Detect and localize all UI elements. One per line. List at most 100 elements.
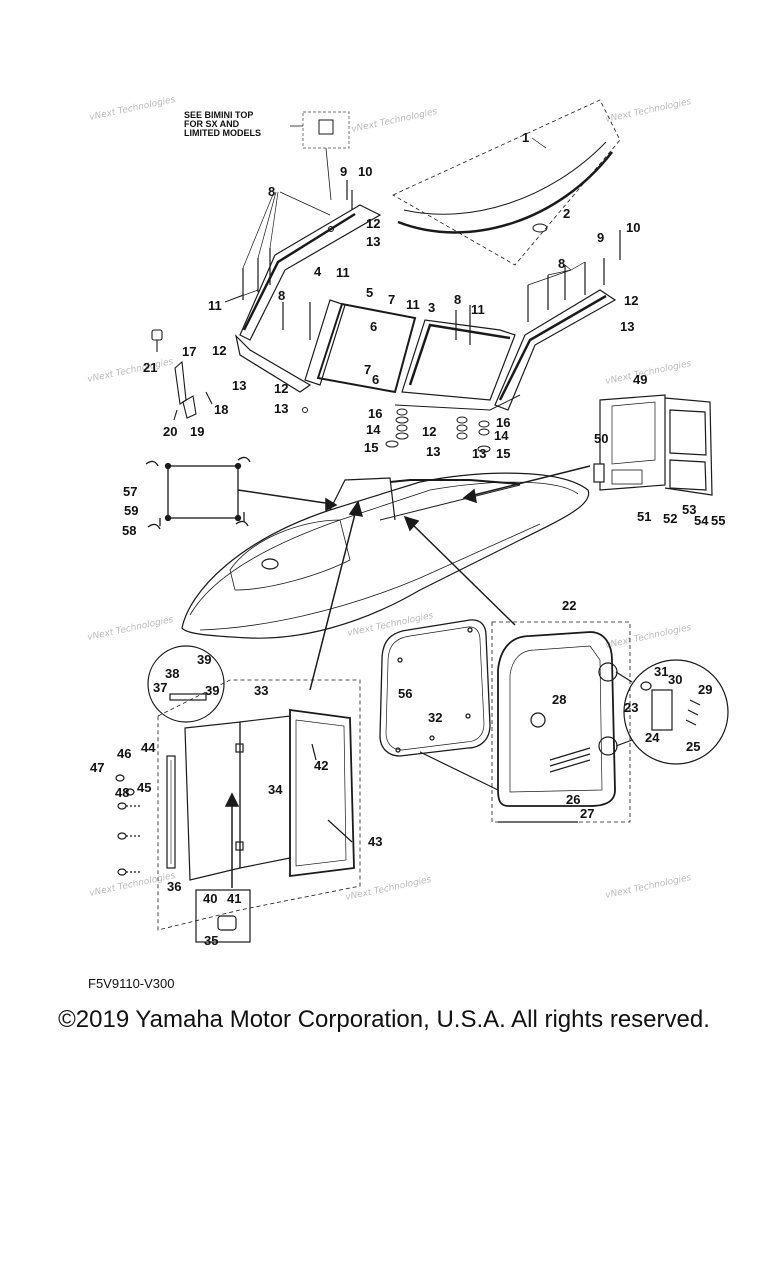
callout-21: 21 bbox=[143, 360, 157, 375]
callout-56: 56 bbox=[398, 686, 412, 701]
watermark: vNext Technologies bbox=[351, 107, 439, 135]
callout-52: 52 bbox=[663, 511, 677, 526]
bimini-bracket bbox=[318, 119, 334, 135]
callout-6: 6 bbox=[370, 319, 377, 334]
callout-50: 50 bbox=[594, 431, 608, 446]
callout-37: 37 bbox=[153, 680, 167, 695]
callout-23: 23 bbox=[624, 700, 638, 715]
callout-12b: 12 bbox=[624, 293, 638, 308]
watermark: vNext Technologies bbox=[87, 615, 175, 643]
callout-49: 49 bbox=[633, 372, 647, 387]
hardware-stack bbox=[302, 226, 491, 453]
callout-33: 33 bbox=[254, 683, 268, 698]
watermark: vNext Technologies bbox=[89, 95, 177, 123]
note-line-3: LIMITED MODELS bbox=[184, 128, 261, 138]
screws bbox=[242, 180, 621, 345]
callout-13f: 13 bbox=[472, 446, 486, 461]
callout-36: 36 bbox=[167, 879, 181, 894]
callout-44: 44 bbox=[141, 740, 156, 755]
callout-4: 4 bbox=[314, 264, 322, 279]
callout-31: 31 bbox=[654, 664, 668, 679]
watermark: vNext Technologies bbox=[87, 357, 175, 385]
callout-14a: 14 bbox=[366, 422, 381, 437]
callout-59: 59 bbox=[124, 503, 138, 518]
callout-47: 47 bbox=[90, 760, 104, 775]
callout-10a: 10 bbox=[358, 164, 372, 179]
callout-38: 38 bbox=[165, 666, 179, 681]
callout-11c: 11 bbox=[406, 297, 420, 312]
hatch-lid bbox=[419, 621, 729, 823]
bimini-note: SEE BIMINI TOP FOR SX AND LIMITED MODELS bbox=[184, 110, 350, 201]
callout-46: 46 bbox=[117, 746, 131, 761]
assembly-arrows bbox=[224, 465, 591, 888]
callout-9b: 9 bbox=[597, 230, 604, 245]
callout-54: 54 bbox=[694, 513, 709, 528]
callout-labels: 1 2 3 4 5 6 7 7 6 8 8 8 8 9 9 10 10 11 1… bbox=[90, 130, 725, 948]
hatch-gasket bbox=[379, 619, 491, 757]
diagram-code: F5V9110-V300 bbox=[88, 976, 175, 991]
callout-6b: 6 bbox=[372, 372, 379, 387]
callout-3: 3 bbox=[428, 300, 435, 315]
note-line-1: SEE BIMINI TOP bbox=[184, 110, 253, 120]
seat-door bbox=[115, 645, 361, 943]
boat-cover-panel bbox=[145, 456, 251, 530]
callout-35: 35 bbox=[204, 933, 218, 948]
callout-2: 2 bbox=[563, 206, 570, 221]
callout-25: 25 bbox=[686, 739, 700, 754]
callout-51: 51 bbox=[637, 509, 651, 524]
watermark: vNext Technologies bbox=[605, 97, 693, 125]
callout-11d: 11 bbox=[471, 302, 485, 317]
callout-10b: 10 bbox=[626, 220, 640, 235]
callout-16b: 16 bbox=[496, 415, 510, 430]
callout-40: 40 bbox=[203, 891, 217, 906]
parts-diagram: vNext Technologies vNext Technologies vN… bbox=[87, 95, 729, 948]
watermark: vNext Technologies bbox=[347, 611, 435, 639]
callout-12d: 12 bbox=[274, 381, 288, 396]
callout-15b: 15 bbox=[496, 446, 510, 461]
callout-13a: 13 bbox=[366, 234, 380, 249]
callout-27: 27 bbox=[580, 806, 594, 821]
leader-lines bbox=[224, 137, 586, 303]
exploded-view-drawing: vNext Technologies vNext Technologies vN… bbox=[87, 95, 729, 948]
callout-24: 24 bbox=[645, 730, 660, 745]
callout-13c: 13 bbox=[232, 378, 246, 393]
note-detail-box bbox=[302, 111, 350, 149]
callout-26: 26 bbox=[566, 792, 580, 807]
note-line-2: FOR SX AND bbox=[184, 119, 240, 129]
callout-28: 28 bbox=[552, 692, 566, 707]
callout-8a: 8 bbox=[268, 184, 275, 199]
watermark: vNext Technologies bbox=[605, 359, 693, 387]
callout-55: 55 bbox=[711, 513, 725, 528]
windshield-top-frame bbox=[392, 99, 621, 266]
windshield-frame bbox=[234, 204, 617, 411]
callout-19: 19 bbox=[190, 424, 204, 439]
callout-53: 53 bbox=[682, 502, 696, 517]
callout-8b: 8 bbox=[278, 288, 285, 303]
watermark: vNext Technologies bbox=[605, 623, 693, 651]
boat-hull bbox=[181, 472, 590, 639]
callout-9a: 9 bbox=[340, 164, 347, 179]
callout-11a: 11 bbox=[336, 265, 350, 280]
callout-13d: 13 bbox=[274, 401, 288, 416]
callout-15a: 15 bbox=[364, 440, 378, 455]
callout-58: 58 bbox=[122, 523, 136, 538]
watermark: vNext Technologies bbox=[605, 873, 693, 901]
copyright-notice: ©2019 Yamaha Motor Corporation, U.S.A. A… bbox=[58, 1006, 710, 1033]
callout-8c: 8 bbox=[454, 292, 461, 307]
callout-17: 17 bbox=[182, 344, 196, 359]
callout-20: 20 bbox=[163, 424, 177, 439]
callout-14b: 14 bbox=[494, 428, 509, 443]
glovebox-door bbox=[593, 394, 713, 496]
callout-39a: 39 bbox=[197, 652, 211, 667]
watermark: vNext Technologies bbox=[345, 875, 433, 903]
callout-7b: 7 bbox=[364, 362, 371, 377]
callout-45: 45 bbox=[137, 780, 151, 795]
callout-18: 18 bbox=[214, 402, 228, 417]
callout-41: 41 bbox=[227, 891, 241, 906]
callout-1: 1 bbox=[522, 130, 529, 145]
callout-22: 22 bbox=[562, 598, 576, 613]
callout-29: 29 bbox=[698, 682, 712, 697]
callout-39b: 39 bbox=[205, 683, 219, 698]
callout-5: 5 bbox=[366, 285, 373, 300]
callout-12a: 12 bbox=[366, 216, 380, 231]
